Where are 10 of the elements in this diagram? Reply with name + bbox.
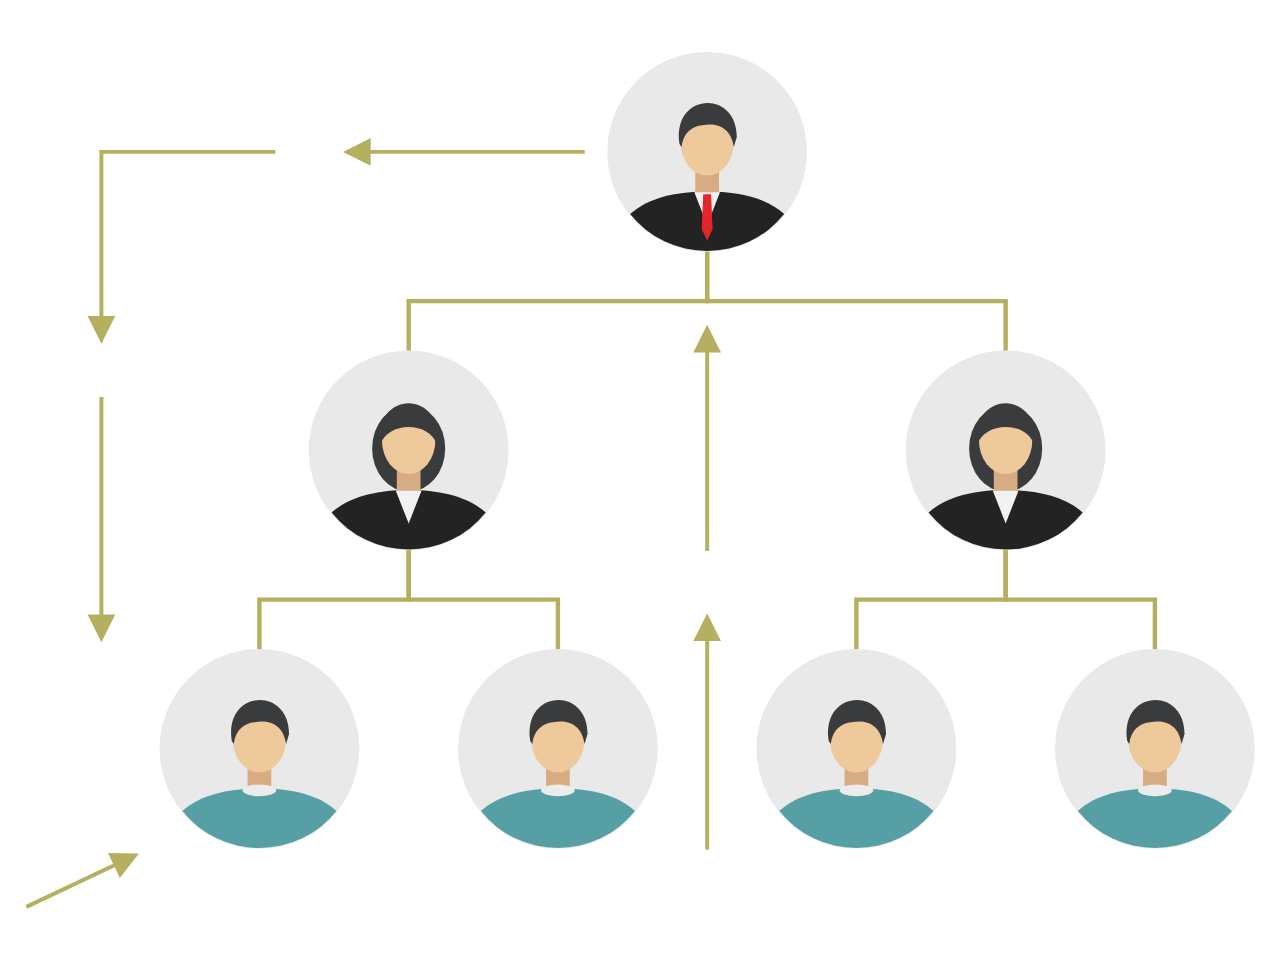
avatar-circle xyxy=(607,52,808,252)
avatar-circle xyxy=(458,649,658,849)
connector-line xyxy=(704,250,1008,352)
avatar-circle xyxy=(1055,649,1255,849)
connector-line xyxy=(1003,549,1158,651)
avatar-circle xyxy=(308,350,509,551)
avatar-circle xyxy=(756,649,957,849)
avatar-circle xyxy=(159,649,360,849)
connector-line xyxy=(406,549,561,651)
avatar-circle xyxy=(905,350,1106,551)
